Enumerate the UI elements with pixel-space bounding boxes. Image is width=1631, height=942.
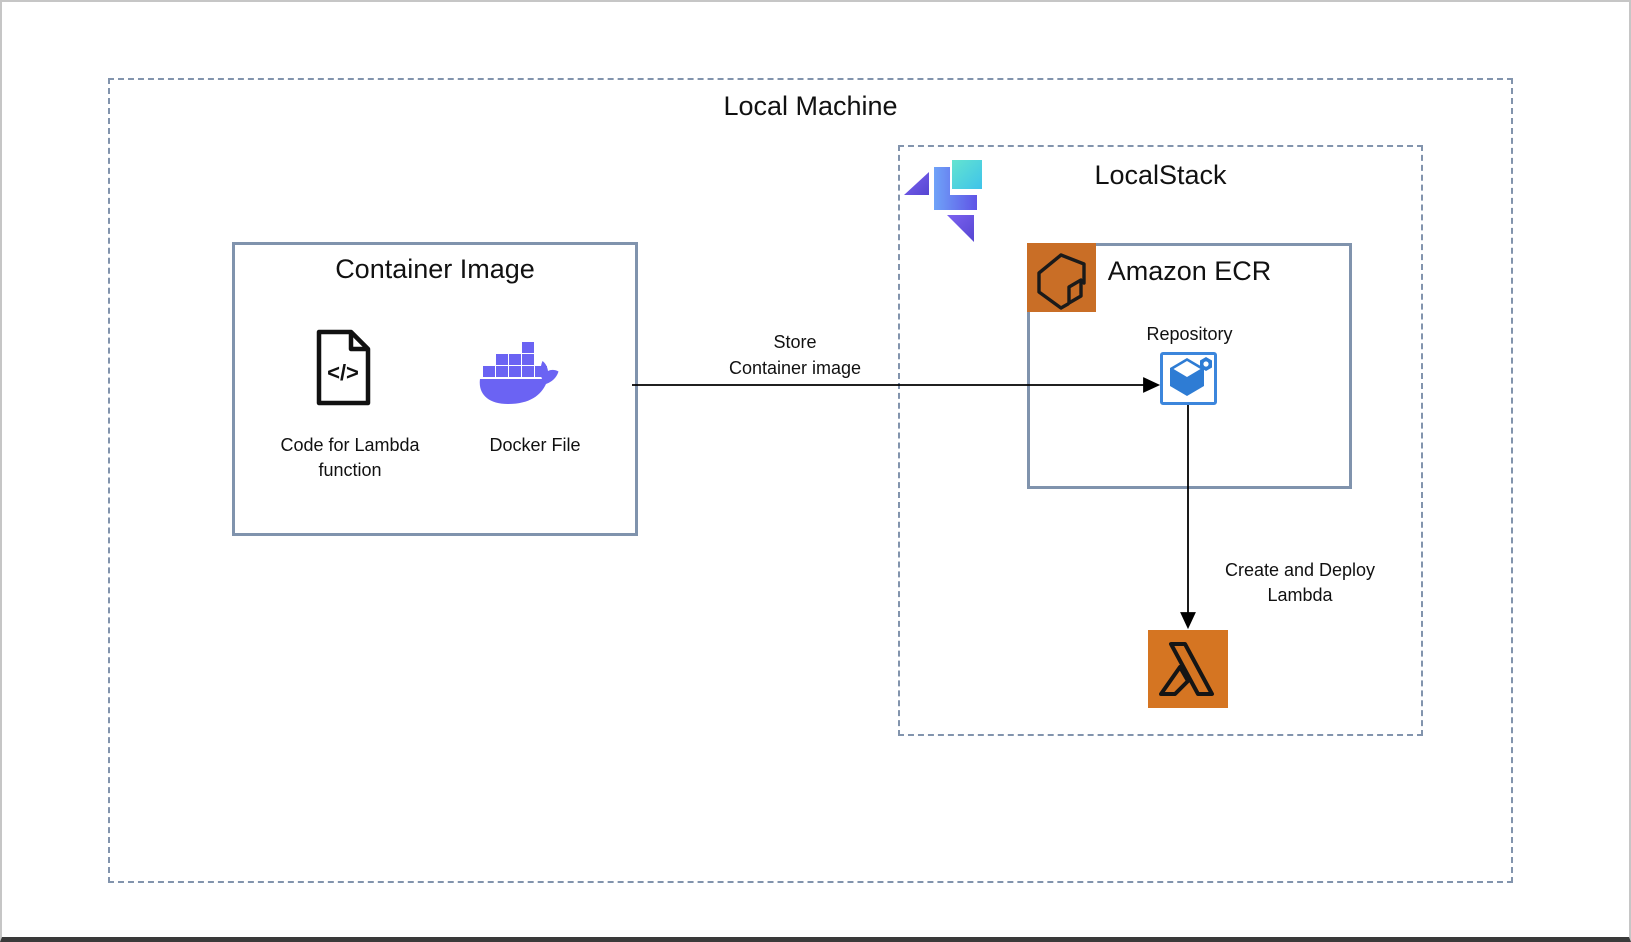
localstack-box: LocalStack [898,145,1423,736]
local-machine-box: Local Machine Container Image </> [108,78,1513,883]
localstack-logo [902,158,984,249]
ecr-repository-icon [1160,352,1217,405]
docker-icon [478,342,568,415]
amazon-ecr-icon [1027,243,1096,317]
container-image-box: Container Image </> [232,242,638,536]
aws-lambda-icon [1148,630,1228,713]
code-file-label: Code for Lambda function [280,435,420,480]
localstack-title: LocalStack [1094,160,1227,190]
create-deploy-lambda-label: Create and Deploy Lambda [1224,560,1376,605]
repository-label: Repository [1146,324,1233,344]
amazon-ecr-box: Amazon ECR Repository [1027,243,1352,489]
store-container-image-label: Store Container image [728,332,862,378]
local-machine-title: Local Machine [723,91,898,121]
svg-text:</>: </> [327,360,359,385]
docker-file-label: Docker File [489,435,581,455]
code-file-icon: </> [315,328,372,412]
container-image-title: Container Image [335,254,535,284]
amazon-ecr-title: Amazon ECR [1107,256,1272,286]
